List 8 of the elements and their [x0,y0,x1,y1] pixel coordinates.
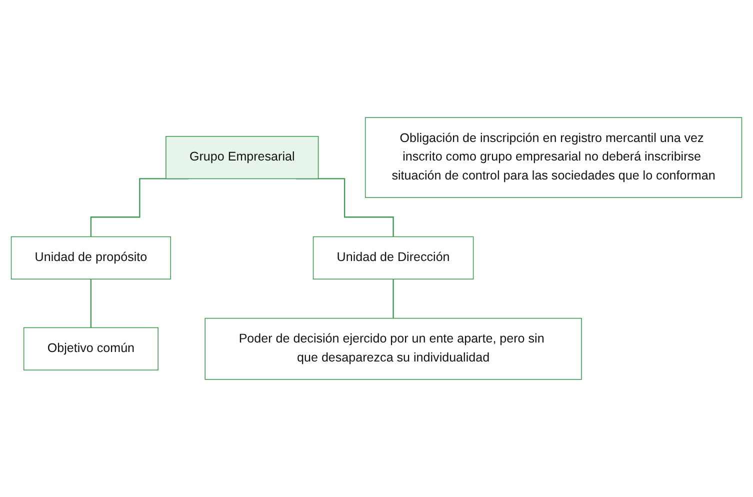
node-box: Poder de decisión ejercido por un ente aparte, pero sin que desaparezca su individualidad [204,318,582,380]
connector [392,278,394,319]
node-box: Objetivo común [23,327,158,370]
node-box: Obligación de inscripción en registro mercantil una vez inscrito como grupo empresarial no deberá inscribirse situación de control para las sociedades que lo conforman [364,117,742,198]
node-box: Unidad de propósito [10,236,172,280]
node-box: Unidad de Dirección [312,236,474,280]
connector [90,278,92,328]
node-box: Grupo Empresarial [166,136,319,180]
